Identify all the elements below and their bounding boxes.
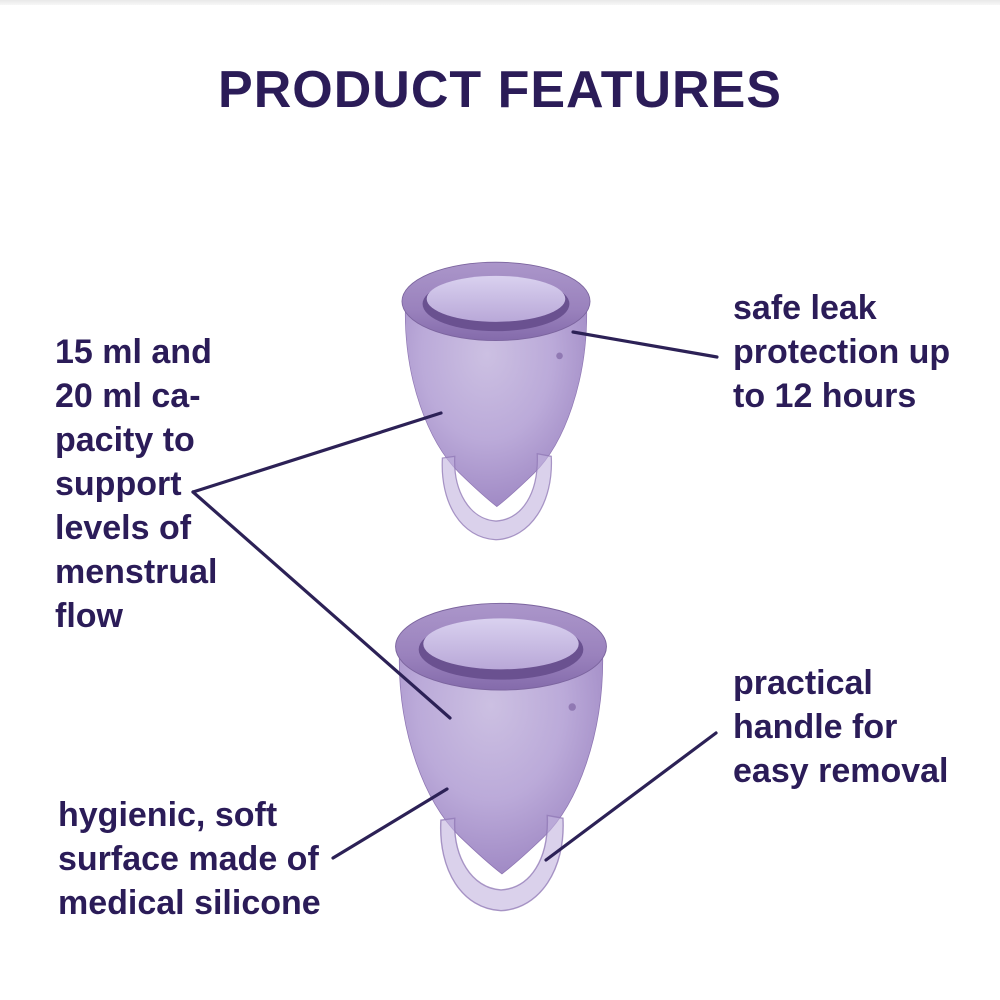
note-capacity: 15 ml and 20 ml ca- pacity to support le…: [55, 333, 218, 635]
top-edge-artifact: [0, 0, 1000, 5]
note-leak-protection: safe leak protection up to 12 hours: [733, 289, 951, 415]
menstrual-cup-small: [397, 252, 595, 550]
menstrual-cup-small-image: [397, 252, 595, 550]
note-practical-handle: practical handle for easy removal: [733, 664, 949, 790]
menstrual-cup-large-image: [390, 592, 612, 922]
menstrual-cup-large: [390, 592, 612, 922]
page-title: PRODUCT FEATURES: [218, 61, 782, 119]
note-hygienic-surface: hygienic, soft surface made of medical s…: [58, 796, 321, 922]
